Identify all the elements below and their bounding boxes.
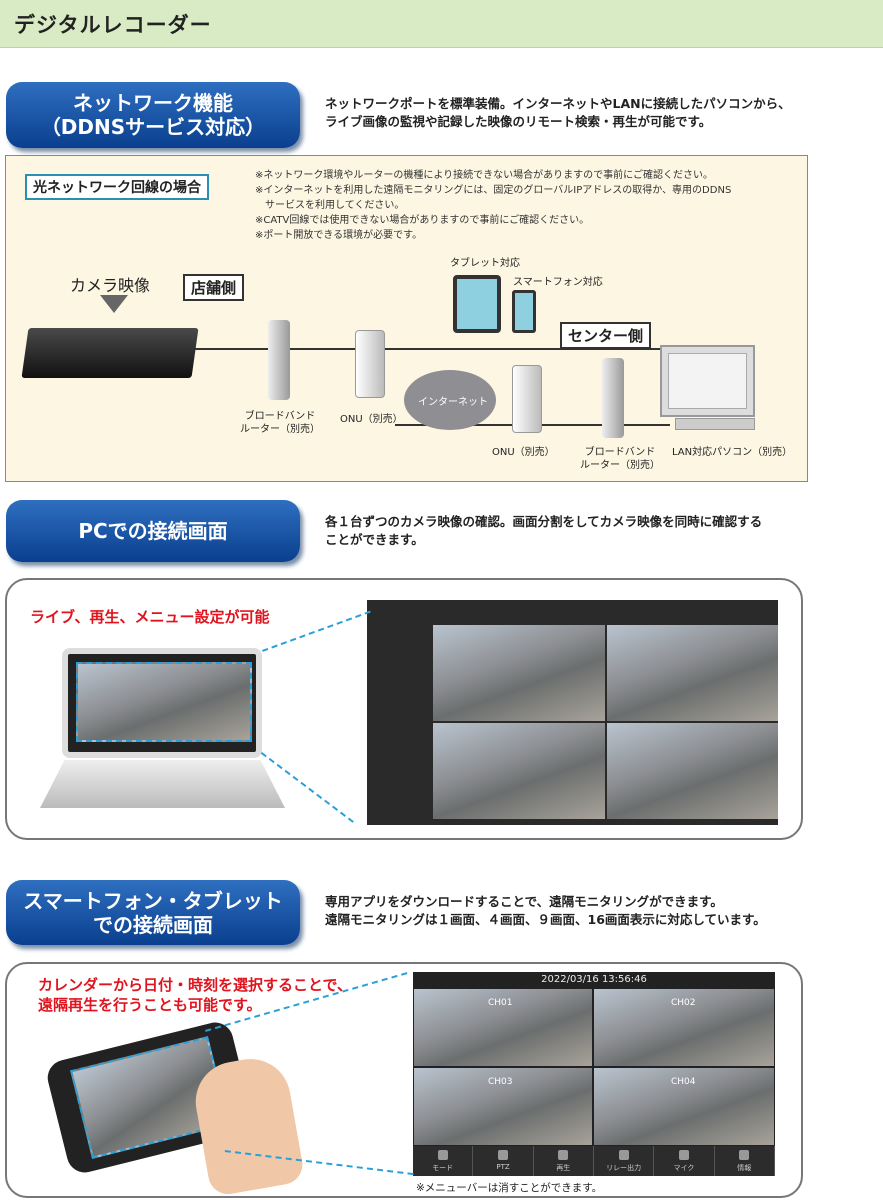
desc-line: 各１台ずつのカメラ映像の確認。画面分割をしてカメラ映像を同時に確認する [325,514,763,529]
pc-monitor-icon [660,345,755,417]
notes: ※ネットワーク環境やルーターの機種により接続できない場合がありますので事前にご確… [255,168,731,243]
note-line: ※CATV回線では使用できない場合がありますので事前にご確認ください。 [255,215,590,226]
mobile-button-line1: スマートフォン・タブレット [23,888,283,913]
channel-label: CH04 [671,1077,696,1087]
label-line: ブロードバンド [244,411,316,422]
camera-label: カメラ映像 [70,276,151,295]
label-line: ルーター（別売） [240,424,320,435]
menu-relay-button[interactable]: リレー出力 [594,1146,655,1176]
page-title: デジタルレコーダー [14,13,212,37]
menu-playback-button[interactable]: 再生 [534,1146,594,1176]
center-side-label: センター側 [560,322,652,349]
tablet-label: タブレット対応 [450,258,520,269]
note-line: ※ネットワーク環境やルーターの機種により接続できない場合がありますので事前にご確… [255,170,713,181]
menu-info-button[interactable]: 情報 [715,1146,775,1176]
label-line: ブロードバンド [584,447,656,458]
case-label: 光ネットワーク回線の場合 [25,174,209,200]
desc-line: ライブ画像の監視や記録した映像のリモート検索・再生が可能です。 [325,114,712,129]
pc-callout: ライブ、再生、メニュー設定が可能 [30,608,270,626]
channel-label: CH03 [488,1077,513,1087]
mobile-menu-bar: モード PTZ 再生 リレー出力 マイク 情報 [413,1146,775,1176]
onu-icon [512,365,542,433]
pc-label: LAN対応パソコン（別売） [672,447,793,458]
menu-note: ※メニューバーは消すことができます。 [416,1182,603,1194]
mobile-section-button: スマートフォン・タブレット での接続画面 [6,880,300,945]
onu2-label: ONU（別売） [492,447,555,458]
down-arrow-icon [100,295,128,313]
onu-icon [355,330,385,398]
network-description: ネットワークポートを標準装備。インターネットやLANに接続したパソコンから、 ラ… [325,95,791,131]
pc-button-label: PCでの接続画面 [78,519,228,543]
desc-line: ネットワークポートを標準装備。インターネットやLANに接続したパソコンから、 [325,96,791,111]
desc-line: ことができます。 [325,532,424,547]
router2-label: ブロードバンドルーター（別売） [580,446,660,472]
menu-mic-button[interactable]: マイク [654,1146,715,1176]
network-section-button: ネットワーク機能 （DDNSサービス対応） [6,82,300,148]
note-line: ※インターネットを利用した遠隔モニタリングには、固定のグローバルIPアドレスの取… [255,185,732,196]
network-diagram [5,155,808,482]
menu-ptz-button[interactable]: PTZ [473,1146,534,1176]
internet-cloud [404,370,496,430]
mobile-callout: カレンダーから日付・時刻を選択することで、 遠隔再生を行うことも可能です。 [38,975,352,1015]
desc-line: 遠隔モニタリングは１画面、４画面、９画面、16画面表示に対応しています。 [325,912,766,927]
store-side-label: 店舗側 [183,274,245,301]
timestamp: 2022/03/16 13:56:46 [541,974,647,985]
network-button-line1: ネットワーク機能 [73,91,233,115]
smartphone-label: スマートフォン対応 [513,277,603,288]
pc-section-button: PCでの接続画面 [6,500,300,562]
smartphone-icon [512,290,536,333]
header-band: デジタルレコーダー [0,0,883,48]
router-icon [268,320,290,400]
mobile-description: 専用アプリをダウンロードすることで、遠隔モニタリングができます。 遠隔モニタリン… [325,893,766,929]
desc-line: 専用アプリをダウンロードすることで、遠隔モニタリングができます。 [325,894,723,909]
pc-app-screenshot [367,600,778,825]
note-line: サービスを利用してください。 [255,200,405,211]
pc-description: 各１台ずつのカメラ映像の確認。画面分割をしてカメラ映像を同時に確認する ことがで… [325,513,762,549]
note-line: ※ポート開放できる環境が必要です。 [255,230,423,241]
recorder-image [21,328,199,378]
connection-line [190,348,670,350]
internet-label: インターネット [418,397,488,408]
router-icon [602,358,624,438]
label-line: ルーター（別売） [580,460,660,471]
callout-line-text: カレンダーから日付・時刻を選択することで、 [38,976,352,994]
laptop-keyboard [40,760,285,808]
onu1-label: ONU（別売） [340,414,403,425]
mobile-button-line2: での接続画面 [93,912,213,937]
channel-label: CH02 [671,998,696,1008]
mobile-app-screenshot: 2022/03/16 13:56:46 CH01 CH02 CH03 CH04 [413,972,775,1146]
callout-line-text: 遠隔再生を行うことも可能です。 [38,996,262,1014]
router1-label: ブロードバンドルーター（別売） [240,410,320,436]
keyboard-icon [675,418,755,430]
channel-label: CH01 [488,998,513,1008]
tablet-icon [453,275,501,333]
menu-mode-button[interactable]: モード [413,1146,474,1176]
network-button-line2: （DDNSサービス対応） [40,115,266,139]
laptop-image [62,648,262,758]
